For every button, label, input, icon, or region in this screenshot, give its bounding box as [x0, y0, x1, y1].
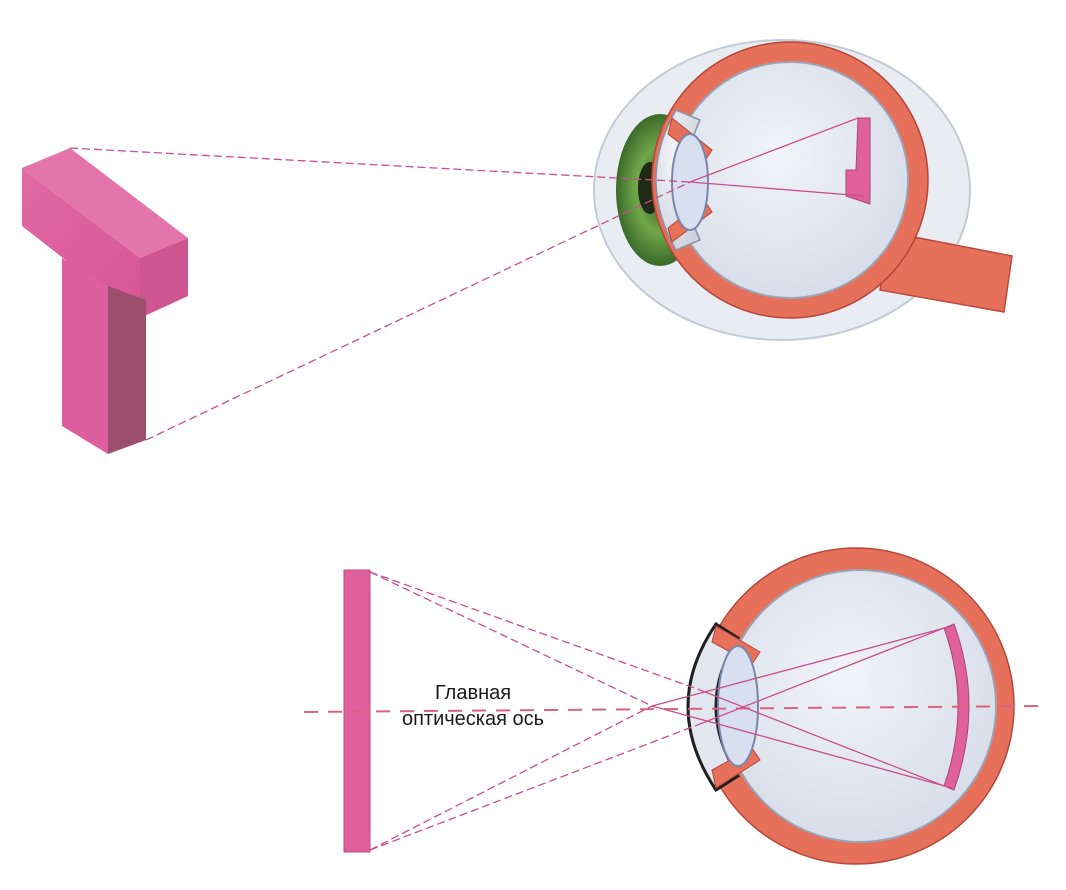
- top-rays: [69, 117, 865, 441]
- top-eye-diagram: [22, 39, 1013, 454]
- bottom-eye-diagram: [303, 547, 1045, 865]
- bottom-rays: [369, 571, 953, 851]
- axis-caption: Главная оптическая ось: [373, 680, 573, 732]
- axis-caption-line1: Главная: [434, 682, 512, 704]
- t-object: [22, 148, 188, 454]
- principal-optical-axis: [303, 705, 1045, 713]
- top-retina-image: [845, 117, 871, 205]
- axis-caption-line2: оптическая ось: [401, 708, 545, 730]
- bottom-lens: [717, 645, 759, 767]
- bottom-retina-image: [943, 623, 970, 791]
